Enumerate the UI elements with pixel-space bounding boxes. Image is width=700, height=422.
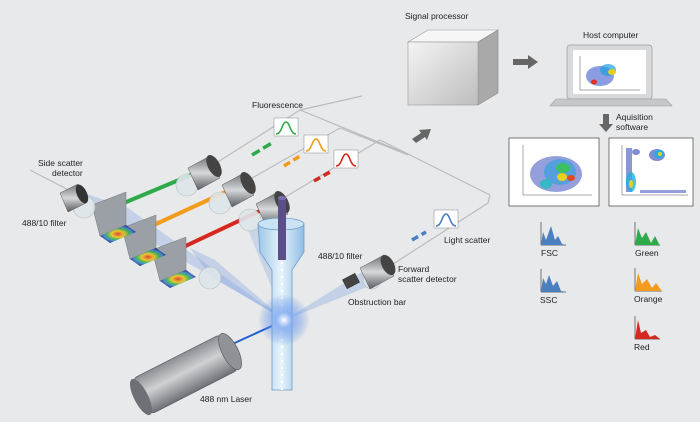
arrow-processor-to-computer — [513, 55, 538, 69]
arrow-to-signal-processor — [412, 129, 431, 143]
filter-right-label: 488/10 filter — [318, 251, 363, 261]
histogram-red-label: Red — [634, 342, 650, 352]
computer-screen-plot — [579, 56, 640, 91]
acquisition-label-line1: Aquisition — [616, 112, 653, 122]
histogram-green — [634, 222, 660, 246]
red-signal-dash — [313, 170, 331, 183]
host-computer — [549, 44, 673, 107]
scatter-signal-dash — [411, 230, 427, 242]
output-icon-red — [333, 149, 359, 169]
side-scatter-detector — [59, 183, 89, 213]
histogram-ssc — [540, 269, 566, 293]
laser-intercept-flare — [258, 294, 310, 346]
histogram-red — [634, 316, 660, 340]
histogram-fsc-label: FSC — [541, 248, 558, 258]
laser — [129, 333, 242, 416]
orange-signal-dash — [283, 154, 301, 168]
filter-left-label: 488/10 filter — [22, 218, 67, 228]
forward-scatter-label-line2: scatter detector — [398, 274, 457, 284]
forward-scatter-detector — [359, 254, 396, 290]
laser-label: 488 nm Laser — [200, 394, 252, 404]
histogram-green-label: Green — [635, 248, 659, 258]
obstruction-bar — [342, 272, 360, 290]
light-scatter-label: Light scatter — [444, 235, 490, 245]
fluorescence-detector-orange — [221, 172, 256, 208]
scatter-plot-fsc-ssc — [508, 137, 600, 207]
host-computer-label: Host computer — [583, 30, 638, 40]
fluorescence-label: Fluorescence — [252, 100, 303, 110]
fluorescence-detector-green — [187, 155, 222, 191]
signal-processor-label: Signal processor — [405, 11, 468, 21]
arrow-computer-to-software — [599, 114, 613, 132]
output-icon-light-scatter — [433, 209, 459, 229]
histogram-fsc — [540, 222, 566, 246]
green-signal-dash — [251, 141, 273, 157]
lenses — [72, 173, 382, 290]
dichroic-mirrors — [91, 191, 196, 288]
signal-lines — [29, 95, 491, 276]
output-icon-orange — [303, 134, 329, 154]
flow-cell — [257, 196, 305, 391]
acquisition-label-line2: software — [616, 122, 648, 132]
side-scatter-label-line1: Side scatter — [38, 158, 83, 168]
histogram-orange-label: Orange — [634, 294, 663, 304]
output-icon-green — [273, 117, 299, 137]
obstruction-bar-label: Obstruction bar — [348, 297, 406, 307]
histogram-orange — [634, 268, 662, 292]
scatter-plot-fluorescence — [608, 137, 694, 207]
side-scatter-label-line2: detector — [52, 168, 83, 178]
forward-scatter-label-line1: Forward — [398, 264, 429, 274]
histogram-ssc-label: SSC — [540, 295, 557, 305]
signal-processor — [406, 29, 500, 106]
